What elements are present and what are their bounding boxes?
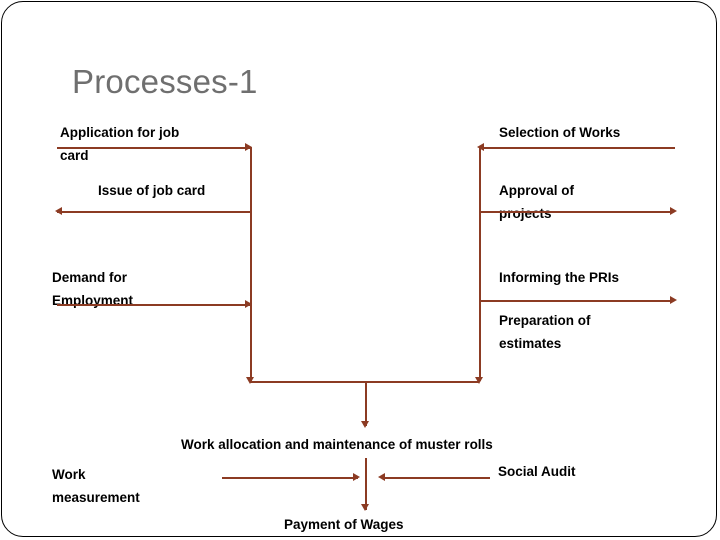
connector-left-vertical-spine: [250, 147, 252, 381]
node-work-allocation: Work allocation and maintenance of muste…: [181, 437, 493, 452]
connector-spine-to-informing: [479, 300, 673, 302]
connector-spine-to-issue: [57, 211, 250, 213]
connector-merge-to-work-allocation: [365, 381, 367, 426]
connector-social-audit-to-spine: [382, 477, 490, 479]
connector-merge-horizontal-bar: [250, 381, 479, 383]
arrowhead-right-spine-down: [475, 377, 483, 384]
node-approval-of-projects: Approval of projects: [499, 183, 575, 221]
arrowhead-social-audit-to-spine: [378, 473, 385, 481]
arrowhead-work-measurement-to-spine: [353, 473, 360, 481]
page-title: Processes-1: [72, 63, 258, 100]
node-work-measurement: Work measurement: [52, 467, 140, 505]
arrowhead-demand-to-spine: [245, 300, 252, 308]
arrowhead-left-spine-down: [246, 377, 254, 384]
arrowhead-work-allocation-to-payment: [361, 504, 369, 511]
connector-spine-to-approval: [479, 211, 673, 213]
connector-right-vertical-spine: [479, 147, 481, 381]
connector-application-to-spine: [57, 147, 250, 149]
node-issue-of-job-card: Issue of job card: [98, 183, 206, 198]
arrowhead-application-to-spine: [245, 143, 252, 151]
node-social-audit: Social Audit: [498, 464, 576, 479]
arrowhead-spine-to-issue: [55, 207, 62, 215]
node-application-for-job-card: Application for job card: [60, 125, 180, 163]
node-preparation-of-estimates: Preparation of estimates: [499, 313, 591, 351]
arrowhead-spine-to-informing: [670, 296, 677, 304]
connector-demand-to-spine: [57, 304, 250, 306]
arrowhead-spine-to-approval: [670, 207, 677, 215]
connector-work-allocation-to-payment: [365, 458, 367, 510]
node-demand-for-employment: Demand for Employment: [52, 270, 134, 308]
connector-selection-to-spine: [479, 147, 675, 149]
arrowhead-merge-to-work-allocation: [361, 421, 369, 428]
node-informing-the-pris: Informing the PRIs: [499, 270, 620, 285]
node-payment-of-wages: Payment of Wages: [284, 517, 404, 532]
connector-work-measurement-to-spine: [222, 477, 358, 479]
node-selection-of-works: Selection of Works: [499, 125, 621, 140]
